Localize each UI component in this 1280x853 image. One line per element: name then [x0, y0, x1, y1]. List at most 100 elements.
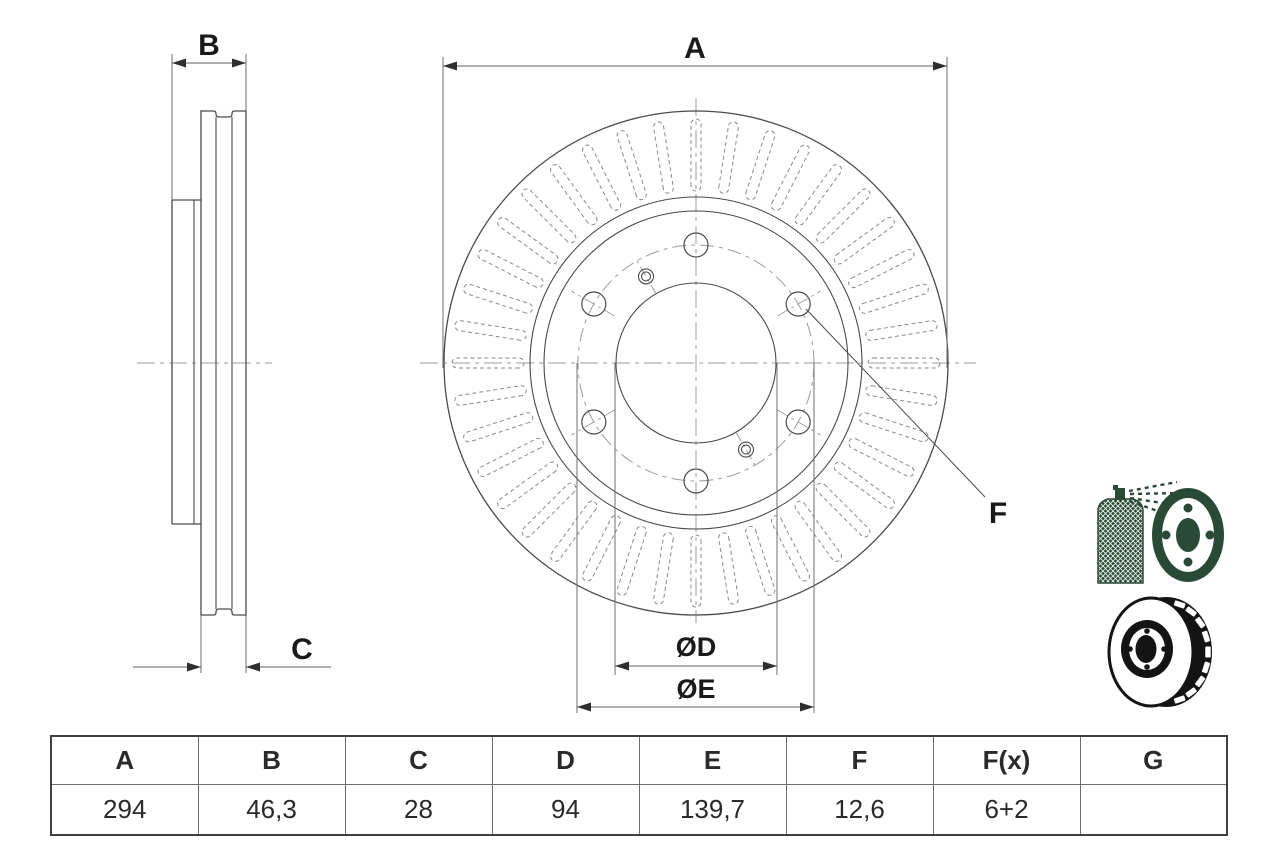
- pin-hole-inner: [640, 271, 652, 282]
- value-e: 139,7: [638, 784, 787, 836]
- vent-slot: [745, 525, 776, 596]
- vent-slot: [865, 385, 938, 406]
- pin-hole-centerline: [735, 432, 757, 468]
- pin-hole-centerline: [635, 258, 657, 294]
- pin-hole: [637, 268, 655, 285]
- vent-slot: [848, 437, 915, 478]
- center-bore-circle: [615, 282, 777, 444]
- bolt-hole-centerline: [571, 290, 615, 317]
- vent-slot: [794, 164, 842, 226]
- vent-slot: [718, 532, 739, 605]
- col-header-f: F: [785, 735, 934, 785]
- dimension-b: B: [171, 29, 247, 200]
- value-fx: 6+2: [932, 784, 1081, 836]
- value-a: 294: [50, 784, 199, 836]
- icon-vent-slot: [1185, 606, 1197, 617]
- spec-table-header-row: A B C D E F F(x) G: [50, 735, 1228, 785]
- vent-slot: [581, 515, 622, 582]
- bolt-hole: [785, 291, 811, 317]
- col-header-d: D: [491, 735, 640, 785]
- bolt-hole-centerline: [571, 409, 615, 436]
- value-b: 46,3: [197, 784, 346, 836]
- vent-slot: [770, 515, 811, 582]
- vent-slot: [581, 144, 622, 211]
- spec-table: A B C D E F F(x) G 294 46,3 28 94 139,7 …: [50, 735, 1228, 836]
- dim-f-label: F: [989, 497, 1007, 530]
- vent-slot: [833, 217, 895, 265]
- icon-vent-slot: [1201, 630, 1211, 643]
- arrowhead: [187, 662, 201, 672]
- dimension-e: ØE: [576, 363, 815, 713]
- vent-slot: [718, 121, 739, 194]
- arrowhead: [577, 702, 591, 712]
- col-header-b: B: [197, 735, 346, 785]
- arrowhead: [443, 61, 457, 71]
- vent-slot: [463, 412, 534, 443]
- spec-table-value-row: 294 46,3 28 94 139,7 12,6 6+2: [50, 784, 1228, 836]
- icon-vent-slot: [1205, 646, 1211, 658]
- dimension-d: ØD: [614, 363, 778, 675]
- bolt-hole: [683, 468, 709, 494]
- bolt-hole-centerline: [777, 409, 821, 436]
- col-header-g: G: [1079, 735, 1228, 785]
- vented-brake-disc-icon: [1107, 596, 1212, 708]
- vent-slot: [770, 144, 811, 211]
- dim-b-label: B: [198, 29, 220, 62]
- vent-slot: [550, 164, 598, 226]
- bolt-hole-centerlines: [571, 290, 821, 436]
- icon-vent-slot: [1173, 695, 1186, 704]
- vent-slot: [454, 385, 527, 406]
- hat-outer-circle: [543, 210, 849, 516]
- spray-coated-disc-icon: [1097, 481, 1224, 584]
- dim-a-label: A: [684, 32, 706, 65]
- icon-vent-slot: [1195, 675, 1206, 688]
- arrowhead: [246, 662, 260, 672]
- leader-line: [805, 308, 986, 498]
- value-g: [1079, 784, 1228, 836]
- arrowhead: [232, 58, 246, 68]
- vent-slot: [833, 461, 895, 509]
- vent-slot: [653, 532, 674, 605]
- vent-slot: [477, 437, 544, 478]
- icon-vent-slot: [1201, 661, 1211, 674]
- vent-slot-ring: [451, 118, 941, 608]
- dimension-c: C: [133, 615, 331, 673]
- vent-slot: [848, 248, 915, 289]
- col-header-a: A: [50, 735, 199, 785]
- vent-slot: [865, 320, 938, 341]
- value-f: 12,6: [785, 784, 934, 836]
- arrowhead: [763, 661, 777, 671]
- vent-slot: [497, 461, 559, 509]
- vent-slot: [690, 534, 702, 608]
- bolt-hole: [581, 291, 607, 317]
- col-header-fx: F(x): [932, 735, 1081, 785]
- value-d: 94: [491, 784, 640, 836]
- friction-inner-circle: [529, 196, 863, 530]
- vent-slot: [454, 320, 527, 341]
- col-header-e: E: [638, 735, 787, 785]
- dim-d-label: ØD: [676, 632, 717, 662]
- icon-vent-slot: [1195, 616, 1206, 629]
- vent-slot: [616, 525, 647, 596]
- bolt-hole: [683, 232, 709, 258]
- arrowhead: [615, 661, 629, 671]
- icon-vent-slot: [1173, 600, 1186, 609]
- pin-holes: [635, 258, 757, 468]
- vent-slot: [690, 118, 702, 192]
- vent-slot: [550, 500, 598, 562]
- arrowhead: [933, 61, 947, 71]
- bolt-holes: [581, 232, 811, 494]
- pin-hole: [737, 441, 755, 458]
- vent-slot: [794, 500, 842, 562]
- outer-diameter-circle: [443, 110, 949, 616]
- arrowhead: [800, 702, 814, 712]
- vented-disc: [1107, 596, 1212, 708]
- icon-vent-slot: [1185, 687, 1197, 698]
- dim-c-label: C: [291, 633, 313, 666]
- pin-hole-inner: [740, 444, 752, 455]
- icon-center-bore: [1135, 635, 1157, 663]
- spray-can: [1097, 485, 1144, 584]
- vent-slot: [616, 130, 647, 201]
